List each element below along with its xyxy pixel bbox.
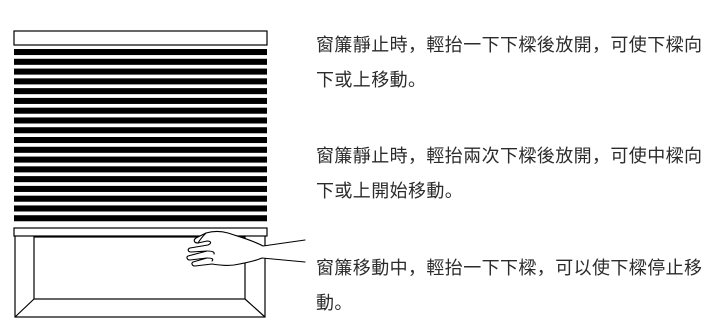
shade-bottom-rail (13, 227, 268, 237)
shade-pleat (14, 215, 267, 222)
shade-pleat (14, 68, 267, 75)
shade-pleat (14, 146, 267, 153)
shade-pleat (14, 117, 267, 124)
shade-pleat (14, 176, 267, 183)
shade-pleat (14, 166, 267, 173)
instruction-stop-moving: 窗簾移動中，輕抬一下下樑，可以使下樑停止移動。 (316, 258, 703, 314)
shade-pleat (14, 195, 267, 202)
shade-pleat (14, 78, 267, 85)
shade-pleat (14, 137, 267, 144)
shade-fabric (14, 49, 267, 222)
shade-pleat (14, 127, 267, 134)
shade-pleat (14, 185, 267, 192)
window-corner-line-right (244, 298, 266, 318)
instruction-double-lift: 窗簾靜止時，輕抬兩次下樑後放開，可使中樑向下或上開始移動。 (316, 146, 703, 202)
hand-icon (186, 230, 306, 267)
window-inner-frame (33, 236, 246, 300)
shade-pleat (14, 49, 267, 56)
instruction-single-lift: 窗簾靜止時，輕抬一下下樑後放開，可使下樑向下或上移動。 (316, 35, 703, 91)
window-corner-line-left (14, 298, 35, 318)
shade-illustration (0, 0, 310, 327)
shade-pleat (14, 88, 267, 95)
shade-pleat (14, 107, 267, 114)
shade-head-rail (13, 30, 268, 46)
shade-pleat (14, 97, 267, 104)
shade-pleat (14, 156, 267, 163)
shade-pleat (14, 58, 267, 65)
shade-pleat (14, 205, 267, 212)
